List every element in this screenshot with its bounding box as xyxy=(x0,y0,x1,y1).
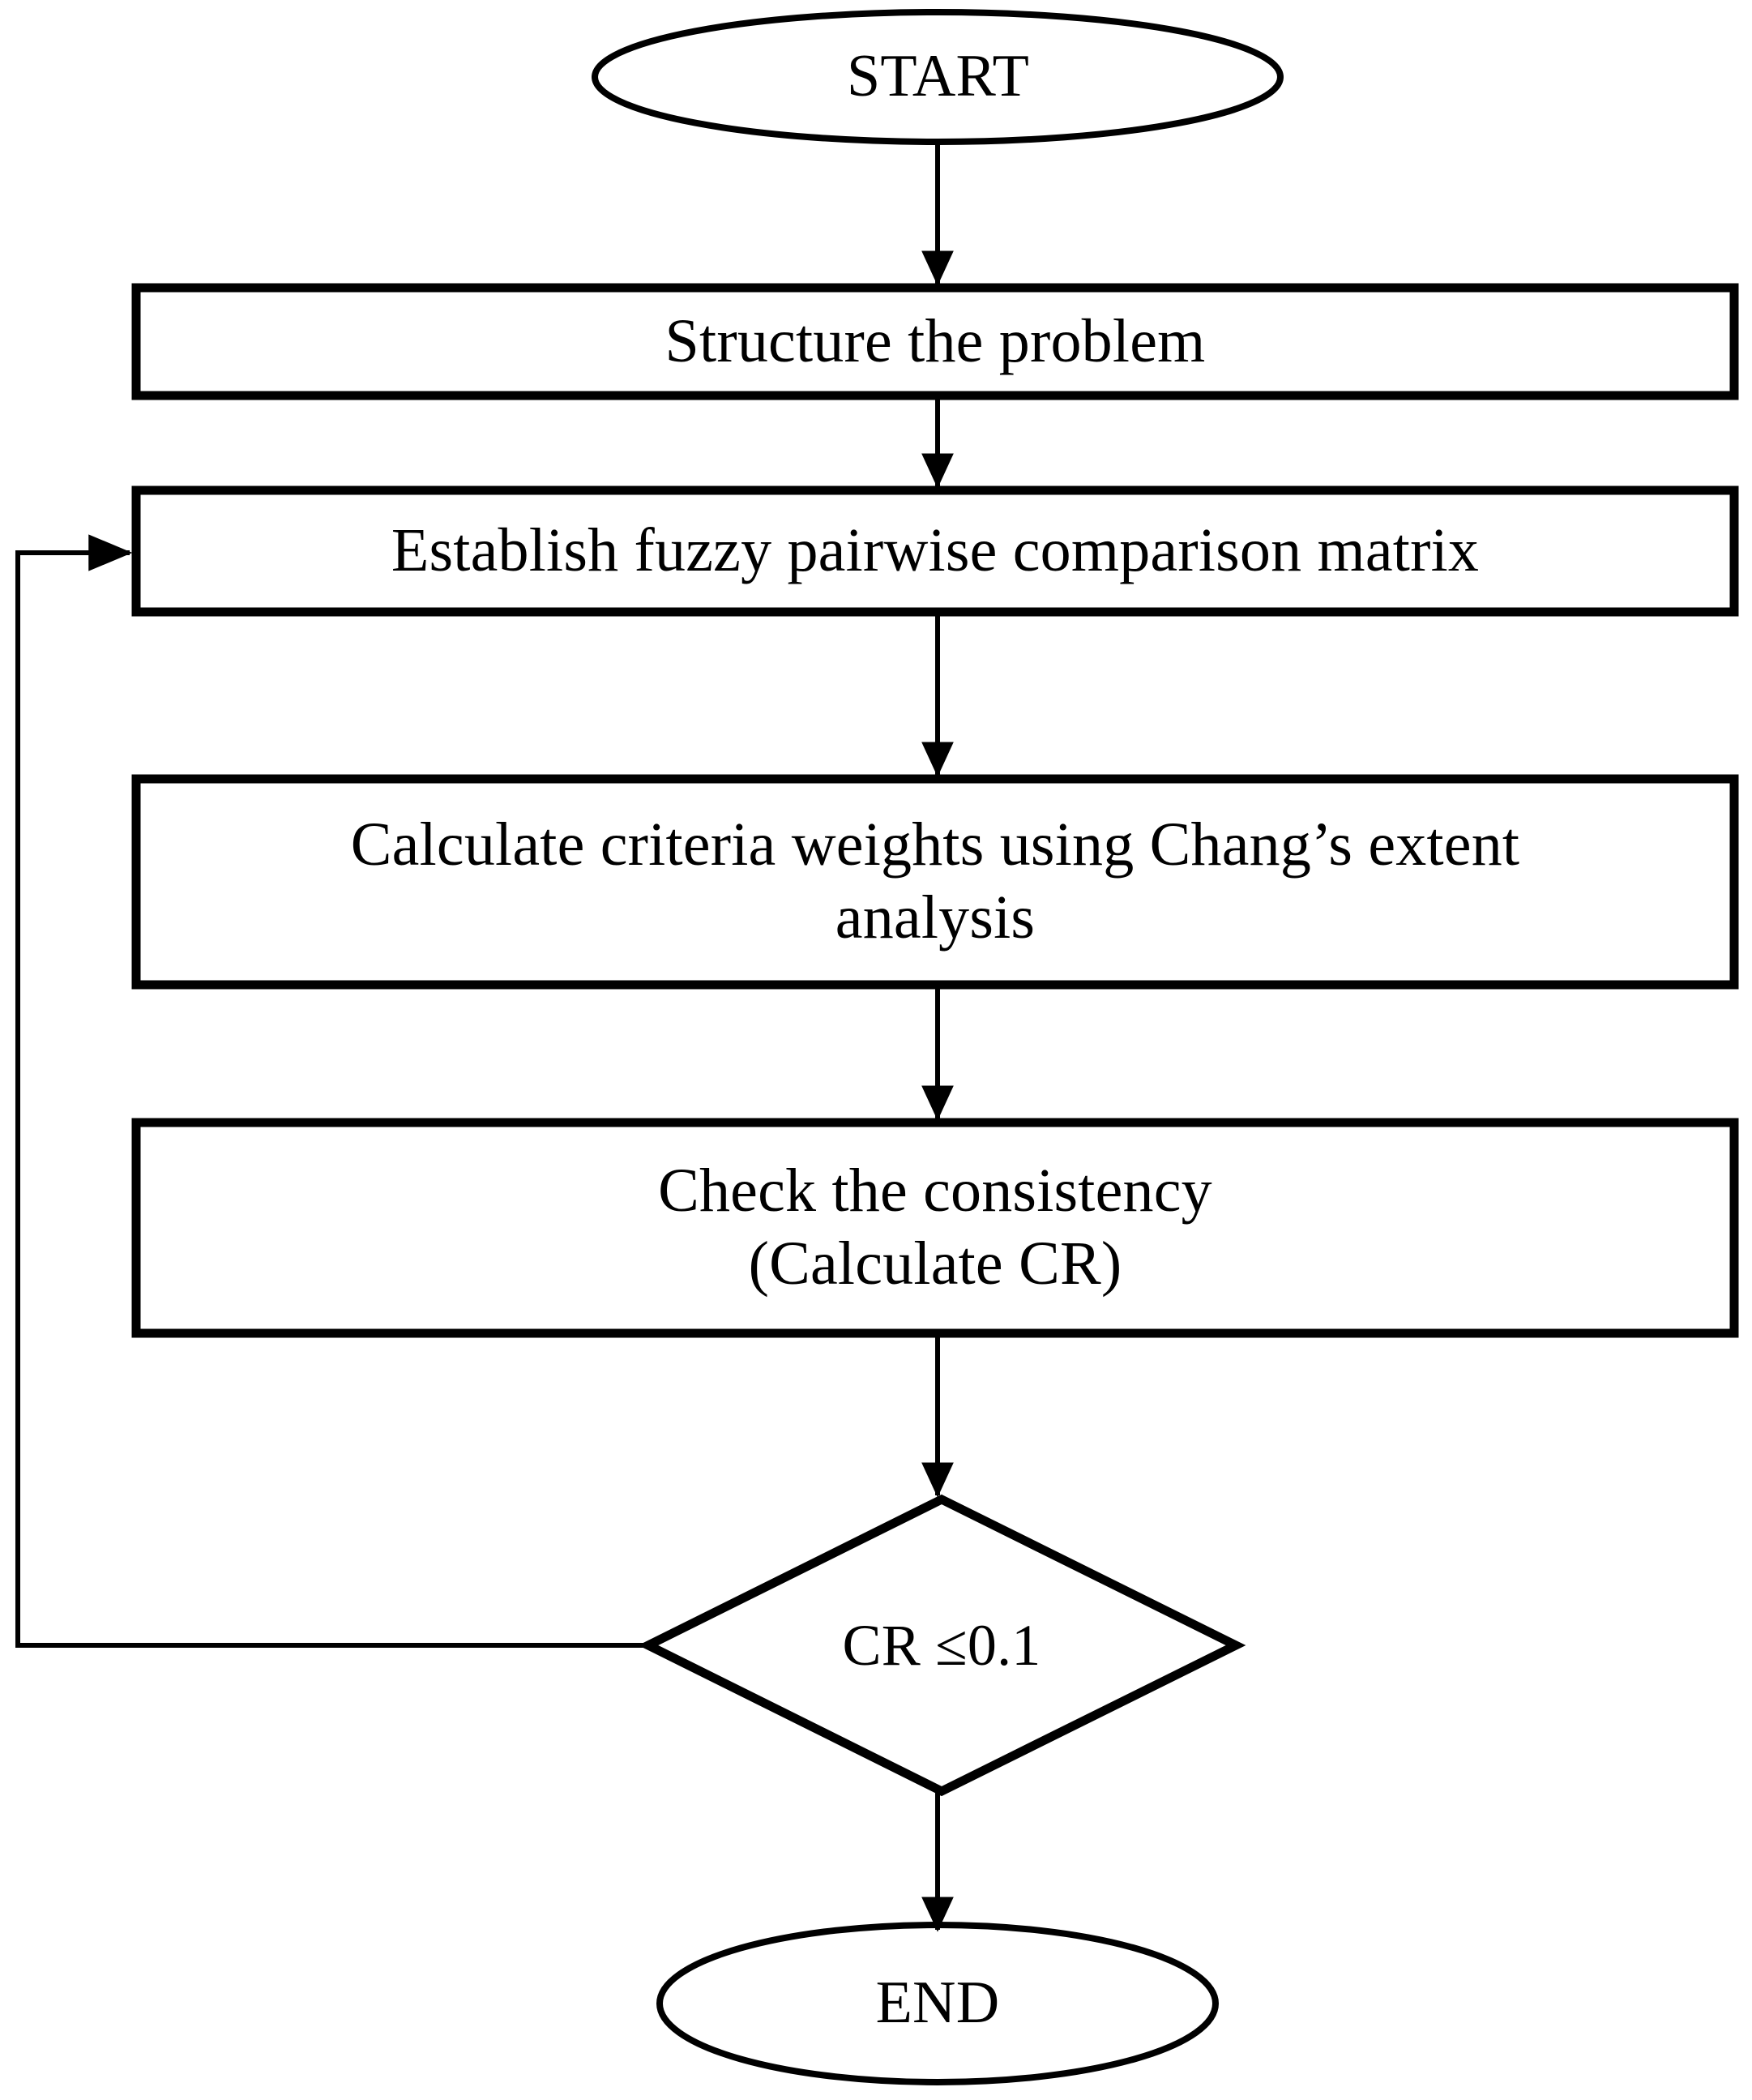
node-check-shape xyxy=(131,1118,1739,1338)
node-establish-shape xyxy=(131,485,1739,617)
edge-decision-to-establish-feedback xyxy=(15,534,648,1648)
node-decision-shape xyxy=(638,1494,1246,1797)
node-end-shape xyxy=(656,1922,1219,2085)
node-start-shape xyxy=(592,9,1284,145)
node-structure-shape xyxy=(131,283,1739,400)
node-calculate-shape xyxy=(131,774,1739,990)
